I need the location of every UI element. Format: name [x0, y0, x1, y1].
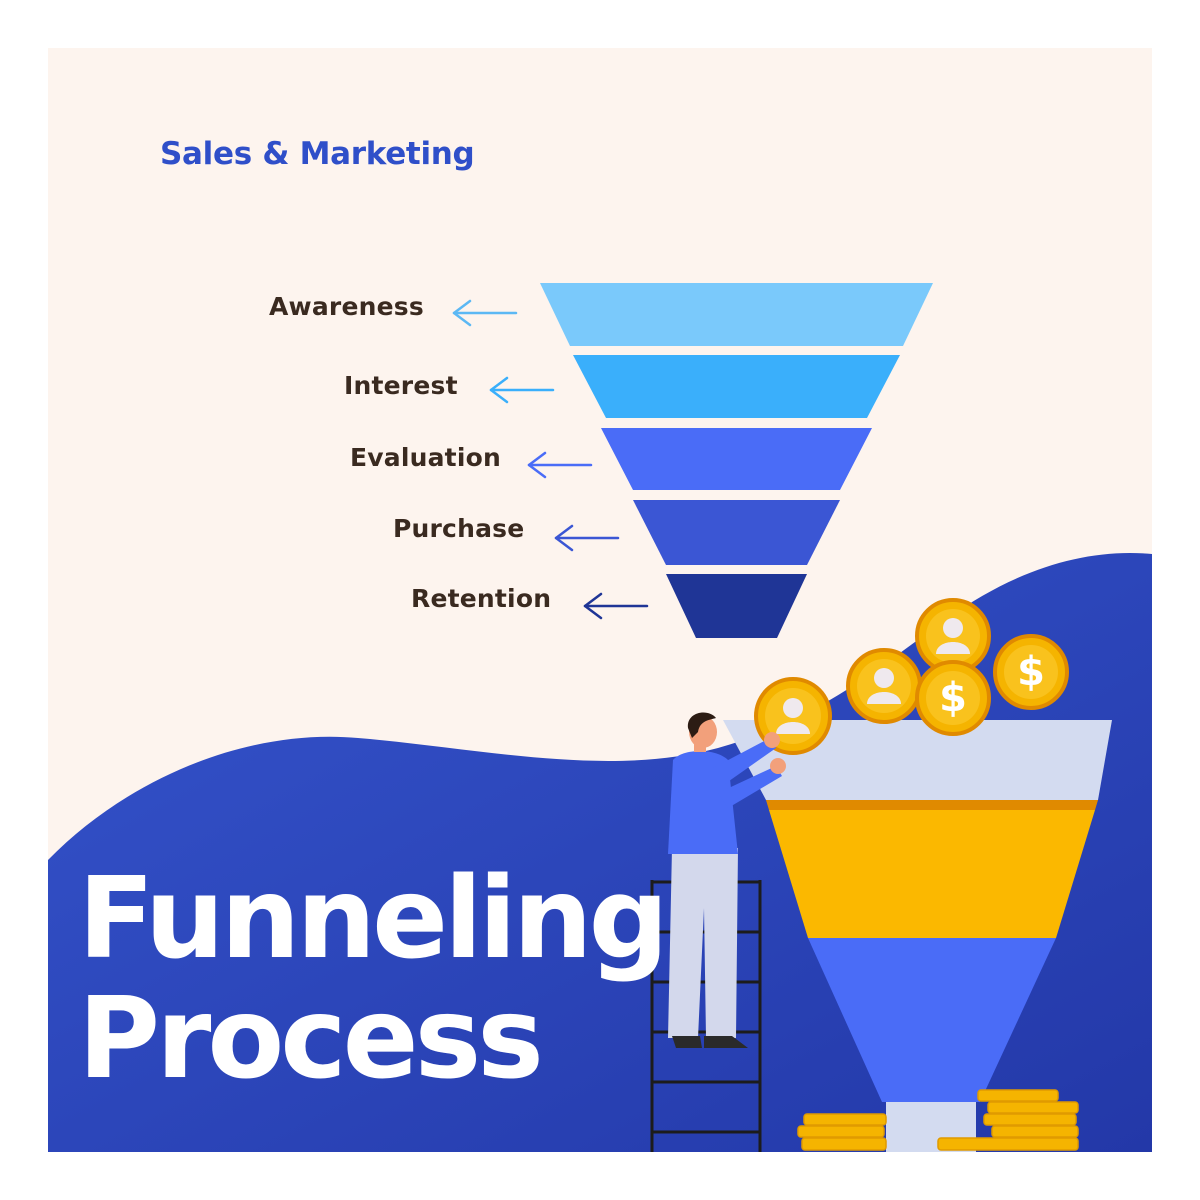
stage-label-awareness: Awareness: [269, 292, 424, 321]
stage-label-retention: Retention: [411, 584, 552, 613]
illustration: $ $: [48, 283, 1152, 1152]
funnel-band-orange: [766, 800, 1098, 810]
funnel-stage-retention: [666, 574, 807, 638]
stage-label-evaluation: Evaluation: [350, 443, 501, 472]
person-legs: [668, 848, 738, 1038]
dollar-coin-icon: $: [993, 634, 1069, 710]
funnel-stage-interest: [573, 355, 900, 418]
arrow-left-icon: [489, 376, 555, 404]
funnel-band-blue: [808, 938, 1056, 1102]
coin-stack-left: [797, 1113, 887, 1151]
svg-text:$: $: [1017, 649, 1045, 695]
page-subtitle: Sales & Marketing: [160, 136, 475, 172]
headline-line-2: Process: [78, 974, 544, 1104]
svg-text:$: $: [939, 675, 967, 721]
funnel-stage-awareness: [540, 283, 933, 346]
stage-funnel: [540, 283, 933, 638]
person-coin-icon: [846, 648, 922, 724]
funnel-band-yellow: [769, 810, 1095, 938]
funnel-stage-evaluation: [601, 428, 872, 490]
person-coin-icon: [915, 598, 991, 674]
infographic-card: $ $: [48, 48, 1152, 1152]
arrow-left-icon: [452, 299, 518, 327]
headline-line-1: Funneling: [78, 854, 669, 984]
coin-stack-right: [937, 1089, 1079, 1151]
arrow-left-icon: [554, 524, 620, 552]
stage-label-interest: Interest: [344, 371, 458, 400]
stage-arrows: [452, 299, 649, 620]
arrow-left-icon: [527, 451, 593, 479]
stage-label-purchase: Purchase: [393, 514, 525, 543]
dollar-coin-icon: $: [915, 660, 991, 736]
arrow-left-icon: [583, 592, 649, 620]
person-figure: [668, 712, 786, 1048]
funnel-stage-purchase: [633, 500, 840, 565]
